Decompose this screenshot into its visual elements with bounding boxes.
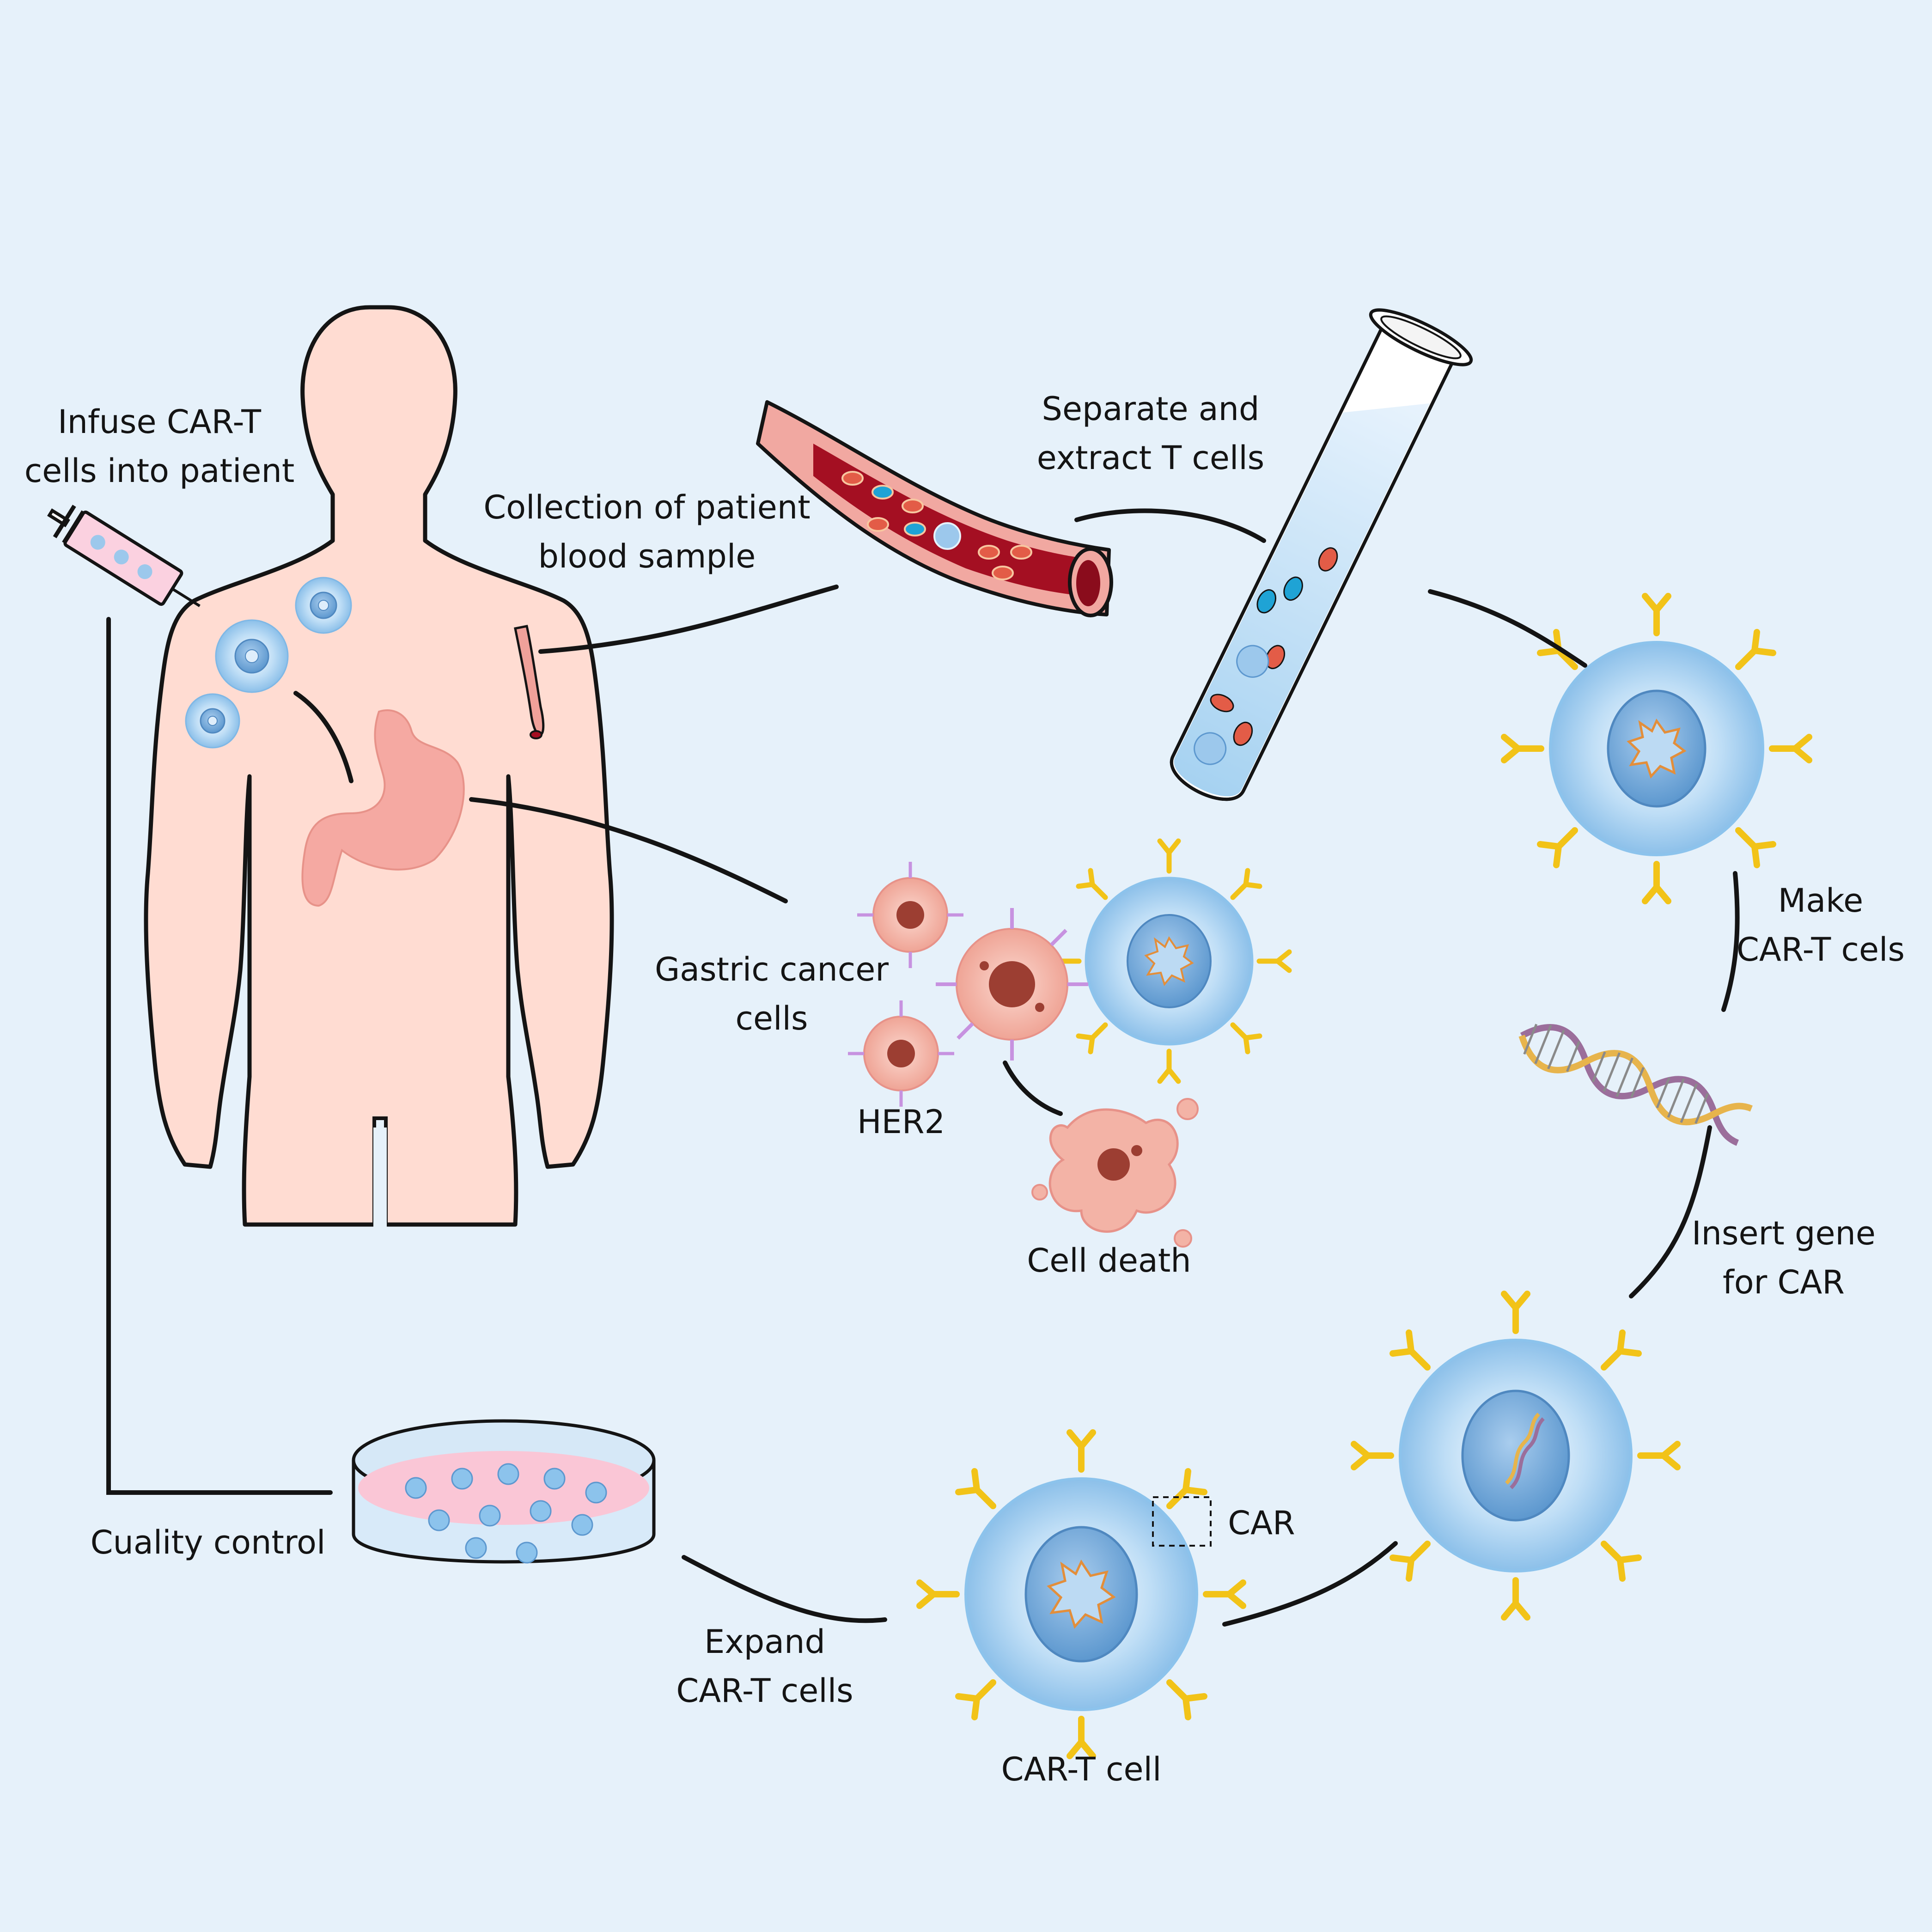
blood-vessel xyxy=(756,400,1113,617)
arrows xyxy=(106,508,1740,1627)
infuse-label: Infuse CAR-T cells into patient xyxy=(24,403,295,490)
collection-label: Collection of patient blood sample xyxy=(483,488,811,575)
arrow-cancer-to-death xyxy=(1003,1060,1063,1116)
car-t-cell xyxy=(916,1429,1246,1759)
insert-label: Insert gene for CAR xyxy=(1692,1214,1876,1301)
t-cell xyxy=(1501,593,1812,904)
car-highlight-box xyxy=(1152,1496,1212,1547)
patient-body xyxy=(144,305,614,1227)
car-t-cells-in-patient xyxy=(185,577,352,749)
t-cell-with-car-gene xyxy=(1351,1291,1681,1621)
arrow-cell-to-cart xyxy=(1222,1541,1398,1627)
quality-control-label: Cuality control xyxy=(90,1524,326,1561)
arrow-dish-to-patient xyxy=(106,617,333,1495)
arrow-stomach-to-cancer xyxy=(469,797,788,903)
expand-label: Expand CAR-T cells xyxy=(676,1623,853,1710)
arrow-tcell-to-dna xyxy=(1721,871,1740,1012)
petri-dish xyxy=(352,1419,656,1564)
separate-label: Separate and extract T cells xyxy=(1036,390,1265,477)
attacking-t-cell xyxy=(1046,838,1292,1084)
arrow-tube-to-tcell xyxy=(1428,589,1587,668)
cell-death-label: Cell death xyxy=(1027,1242,1191,1280)
her2-label: HER2 xyxy=(857,1103,945,1141)
stomach xyxy=(301,709,465,907)
dna-helix xyxy=(1518,1024,1753,1146)
arrow-vessel-to-tube xyxy=(1074,508,1266,543)
test-tube xyxy=(1170,308,1473,801)
dying-cancer-cell xyxy=(1031,1098,1199,1248)
arrow-cart-to-dish xyxy=(682,1555,887,1623)
car-label: CAR xyxy=(1228,1504,1295,1542)
syringe xyxy=(47,505,201,607)
arrow-dna-to-cell xyxy=(1629,1125,1712,1298)
gastric-cancer-label: Gastric cancer cells xyxy=(654,951,889,1037)
gastric-cancer-cells xyxy=(848,862,1088,1107)
arrow-shoulder-to-stomach xyxy=(293,691,353,783)
car-t-cell-label: CAR-T cell xyxy=(1001,1750,1162,1788)
arrow-body-to-vessel xyxy=(538,585,839,654)
make-label: Make CAR-T cels xyxy=(1737,882,1905,969)
